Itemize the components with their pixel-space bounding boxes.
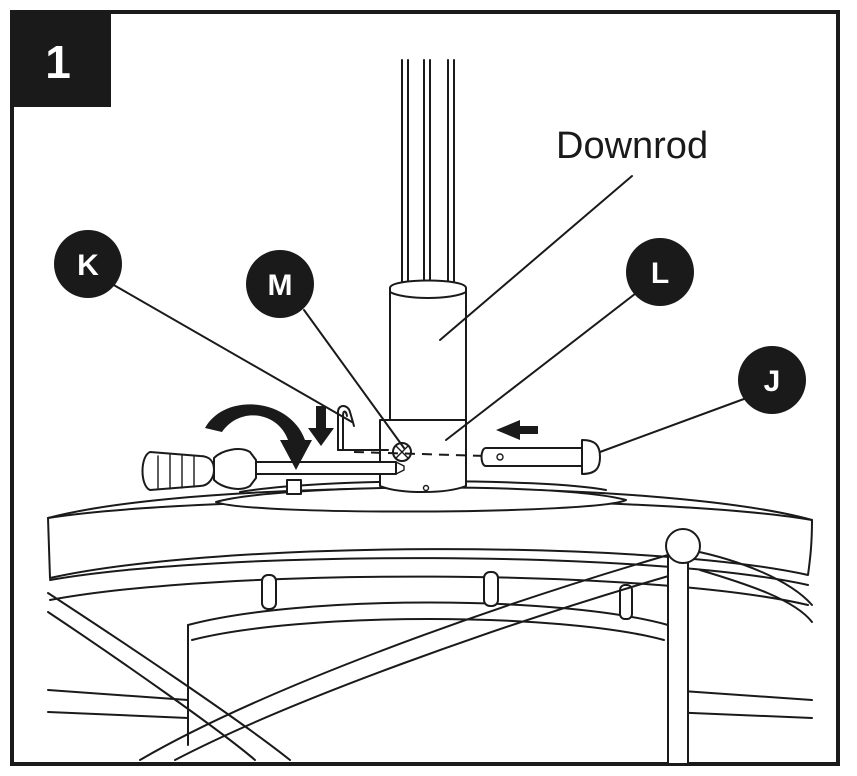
callout-m: M	[246, 250, 314, 318]
leader-m	[303, 309, 405, 449]
callout-l: L	[626, 238, 694, 306]
leader-downrod	[439, 175, 633, 341]
canopy-plate	[215, 480, 627, 513]
callout-m-label: M	[268, 269, 293, 302]
downrod-label: Downrod	[556, 125, 708, 167]
hanger-collar	[379, 419, 467, 493]
leader-j	[599, 395, 753, 453]
callout-j: J	[738, 346, 806, 414]
screwdriver	[141, 448, 405, 491]
fan-body	[47, 487, 813, 765]
left-arrow-icon	[496, 420, 538, 440]
step-number: 1	[45, 36, 71, 88]
callout-k: K	[54, 230, 122, 298]
step-badge: 1	[12, 12, 111, 107]
clevis-pin	[480, 439, 601, 475]
alignment-dashes	[353, 451, 487, 457]
callout-l-label: L	[651, 257, 669, 290]
down-arrow-icon	[308, 406, 334, 446]
callout-k-label: K	[77, 249, 99, 282]
rotate-arrow-icon	[205, 404, 312, 495]
callout-j-label: J	[764, 365, 781, 398]
downrod	[389, 59, 467, 421]
leader-l	[445, 289, 641, 441]
leader-k	[111, 283, 353, 423]
diagram-frame	[10, 10, 840, 766]
